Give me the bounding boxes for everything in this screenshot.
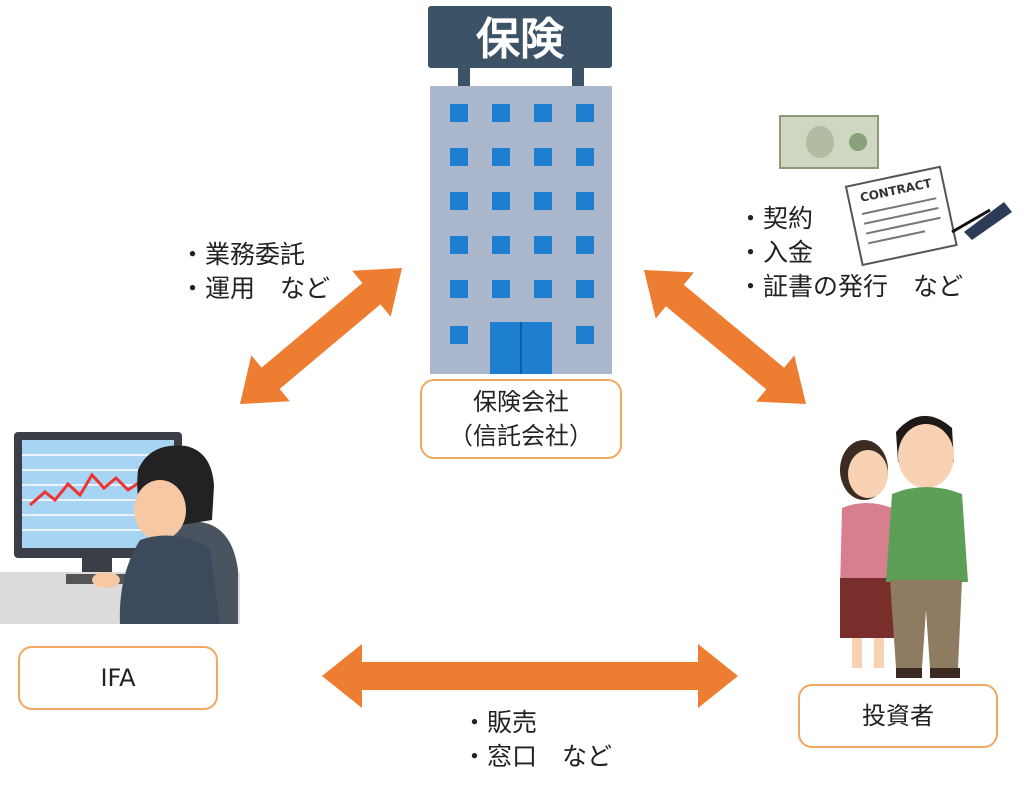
building-window <box>576 280 594 298</box>
insurance-building-illustration: 保険 <box>428 6 612 374</box>
arrow-insurance-investor <box>644 270 806 404</box>
note-ifa-insurance-line-2: ・運用 など <box>180 274 331 303</box>
bill-seal <box>849 133 867 151</box>
man-sweater <box>886 487 968 582</box>
arrow-ifa-insurance <box>240 268 402 404</box>
woman-face <box>848 450 888 498</box>
ifa-hand <box>92 572 120 588</box>
note-insurance-investor: ・契約 ・入金 ・証書の発行 など <box>738 202 963 304</box>
ifa-person-illustration <box>0 432 240 624</box>
woman-top <box>840 503 896 590</box>
sign-post-left <box>458 68 470 86</box>
building-window <box>450 326 468 344</box>
building-window <box>534 104 552 122</box>
insurance-company-box: 保険会社 （信託会社） <box>420 379 622 459</box>
man-pants <box>890 580 962 668</box>
ifa-box: IFA <box>18 646 218 710</box>
building-window <box>534 192 552 210</box>
building-window <box>492 148 510 166</box>
pen <box>951 208 991 234</box>
building-window <box>534 148 552 166</box>
ifa-body <box>119 535 220 624</box>
building-window <box>492 236 510 254</box>
ifa-face <box>134 480 186 540</box>
woman-leg-left <box>852 638 862 668</box>
building-window <box>576 192 594 210</box>
man-face <box>898 424 954 488</box>
building-window <box>450 236 468 254</box>
arrow-ifa-investor <box>322 644 738 708</box>
note-ifa-insurance-line-1: ・業務委託 <box>180 240 306 269</box>
building-window <box>576 148 594 166</box>
investor-box: 投資者 <box>798 684 998 748</box>
building-window <box>492 192 510 210</box>
insurance-company-label: 保険会社 <box>473 388 569 416</box>
sign-post-right <box>572 68 584 86</box>
woman-skirt <box>840 578 902 638</box>
building-window <box>534 280 552 298</box>
building-sign-board <box>428 6 612 68</box>
note-ifa-investor-line-1: ・販売 <box>462 708 538 737</box>
building-window <box>450 148 468 166</box>
building-window <box>450 192 468 210</box>
monitor-line-chart <box>29 472 141 507</box>
note-ifa-investor-line-2: ・窓口 など <box>462 742 613 771</box>
building-window <box>576 104 594 122</box>
note-ifa-insurance: ・業務委託 ・運用 など <box>180 238 330 306</box>
building-window <box>534 236 552 254</box>
building-window <box>450 104 468 122</box>
bill-portrait <box>806 126 834 158</box>
ifa-label: IFA <box>100 664 136 692</box>
note-insurance-investor-line-2: ・入金 <box>738 238 814 267</box>
building-window <box>492 280 510 298</box>
contract-paper-group: CONTRACT <box>844 165 958 267</box>
money-contract-illustration: CONTRACT <box>779 115 1012 267</box>
investor-couple-illustration <box>840 415 968 678</box>
note-insurance-investor-line-3: ・証書の発行 など <box>738 272 964 301</box>
building-window <box>492 104 510 122</box>
man-shoe-right <box>930 668 960 678</box>
note-insurance-investor-line-1: ・契約 <box>738 204 814 233</box>
building-window <box>450 280 468 298</box>
building-window <box>576 236 594 254</box>
pen-hand <box>964 202 1012 240</box>
building-windows <box>450 104 594 344</box>
insurance-company-sublabel: （信託会社） <box>449 422 593 450</box>
building-sign-text: 保険 <box>476 14 565 65</box>
investor-label: 投資者 <box>862 702 934 730</box>
note-ifa-investor: ・販売 ・窓口 など <box>462 706 612 774</box>
contract-lines <box>861 197 941 245</box>
woman-leg-right <box>874 638 884 668</box>
building-window <box>576 326 594 344</box>
man-shoe-left <box>896 668 922 678</box>
monitor-stand <box>82 558 112 572</box>
